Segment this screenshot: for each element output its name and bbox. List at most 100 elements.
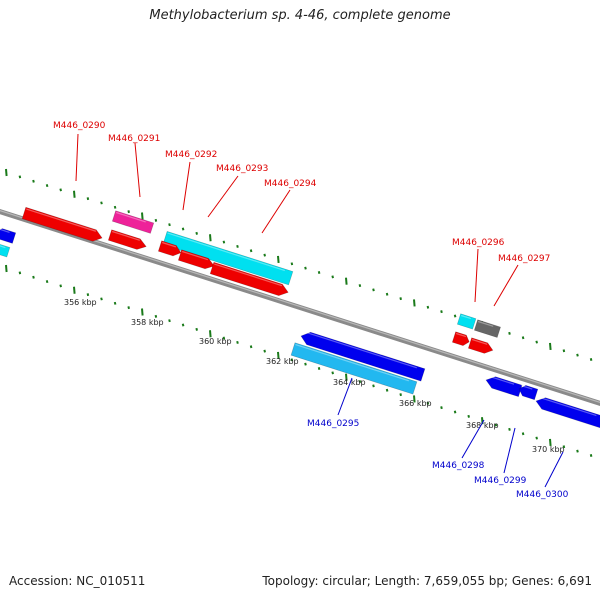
tick-mark: [59, 188, 62, 192]
gene-label-reverse: M446_0295: [307, 419, 359, 429]
map-title: Methylobacterium sp. 4-46, complete geno…: [149, 8, 451, 23]
tick-mark: [127, 306, 130, 310]
gene-label-forward: M446_0296: [452, 238, 505, 248]
tick-mark: [358, 380, 362, 384]
tick-mark: [249, 249, 253, 253]
tick-mark: [86, 197, 90, 201]
tick-mark: [549, 342, 552, 351]
tick-mark: [59, 284, 62, 288]
gene-feature: [473, 319, 501, 338]
tick-mark: [521, 336, 525, 340]
tick-mark: [440, 406, 443, 410]
tick-mark: [467, 414, 470, 418]
scale-label: 362 kbp: [266, 357, 299, 366]
tick-mark: [100, 201, 103, 205]
tick-mark: [45, 280, 49, 284]
tick-mark: [236, 340, 239, 344]
tick-mark: [113, 205, 117, 209]
gene-label-reverse: M446_0300: [516, 490, 569, 500]
tick-mark: [32, 179, 35, 183]
tick-mark: [576, 449, 579, 453]
tick-mark: [209, 234, 212, 242]
tick-mark: [5, 264, 8, 273]
gene-feature: [0, 242, 11, 258]
gene-label-forward: M446_0290: [53, 121, 106, 131]
tick-mark: [113, 301, 117, 305]
scale-label: 368 kbp: [466, 421, 499, 430]
tick-mark: [18, 271, 22, 275]
tick-mark: [385, 388, 389, 392]
tick-mark: [141, 308, 144, 316]
tick-mark: [195, 231, 198, 235]
gene-feature: [162, 230, 294, 286]
tick-mark: [562, 445, 566, 449]
gene-feature: [485, 376, 523, 398]
tick-mark: [249, 345, 253, 349]
scale-label: 356 kbp: [64, 298, 97, 307]
tick-mark: [32, 275, 35, 279]
tick-mark: [331, 275, 334, 279]
gene-feature: [111, 210, 155, 234]
tick-mark: [290, 262, 294, 266]
scale-label: 360 kbp: [199, 337, 232, 346]
tick-mark: [222, 336, 226, 340]
tick-mark: [277, 255, 280, 264]
tick-mark: [263, 253, 266, 257]
tick-marks: [5, 168, 593, 457]
tick-mark: [399, 393, 402, 397]
gene-feature: [107, 229, 147, 250]
tick-mark: [413, 395, 416, 403]
tick-mark: [372, 384, 375, 388]
tick-mark: [209, 330, 212, 338]
gene-feature: [177, 249, 215, 270]
tick-mark: [222, 240, 226, 244]
tick-mark: [181, 227, 185, 231]
tick-mark: [399, 297, 402, 301]
gene-feature: [21, 206, 103, 242]
tick-mark: [413, 299, 416, 307]
gene-feature: [290, 342, 418, 395]
scale-label: 358 kbp: [131, 318, 164, 327]
tick-mark: [181, 323, 185, 327]
gene-feature: [157, 240, 182, 257]
tick-mark: [521, 432, 525, 436]
gene-feature: [0, 228, 17, 244]
genome-stats: Topology: circular; Length: 7,659,055 bp…: [262, 574, 592, 588]
tick-mark: [73, 190, 76, 198]
scale-label: 366 kbp: [399, 399, 432, 408]
tick-mark: [154, 314, 158, 318]
tick-mark: [277, 351, 280, 360]
tick-mark: [549, 438, 552, 447]
tick-mark: [45, 184, 49, 188]
tick-mark: [589, 453, 593, 457]
tick-mark: [440, 310, 443, 314]
tick-mark: [317, 271, 321, 274]
tick-mark: [385, 292, 389, 296]
tick-mark: [453, 314, 457, 318]
tick-mark: [168, 319, 171, 323]
tick-mark: [535, 340, 538, 344]
gene-label-forward: M446_0291: [108, 134, 160, 144]
tick-mark: [168, 223, 171, 227]
tick-mark: [73, 286, 76, 294]
gene-label-reverse: M446_0299: [474, 476, 527, 486]
tick-mark: [195, 327, 198, 331]
tick-mark: [304, 266, 307, 270]
gene-feature: [451, 331, 470, 346]
tick-mark: [576, 353, 579, 357]
gene-feature: [467, 337, 494, 354]
tick-mark: [5, 168, 8, 177]
tick-mark: [426, 401, 430, 405]
tick-mark: [100, 297, 103, 301]
tick-mark: [494, 423, 498, 427]
scale-label: 364 kbp: [333, 378, 366, 387]
tick-mark: [86, 293, 90, 297]
gene-label-forward: M446_0297: [498, 254, 550, 264]
gene-feature: [456, 313, 477, 330]
scale-label: 370 kbp: [532, 445, 565, 454]
gene-feature: [209, 261, 289, 296]
gene-feature: [535, 397, 600, 429]
tick-mark: [508, 427, 511, 431]
tick-mark: [345, 373, 348, 381]
genome-backbone: [0, 208, 600, 407]
